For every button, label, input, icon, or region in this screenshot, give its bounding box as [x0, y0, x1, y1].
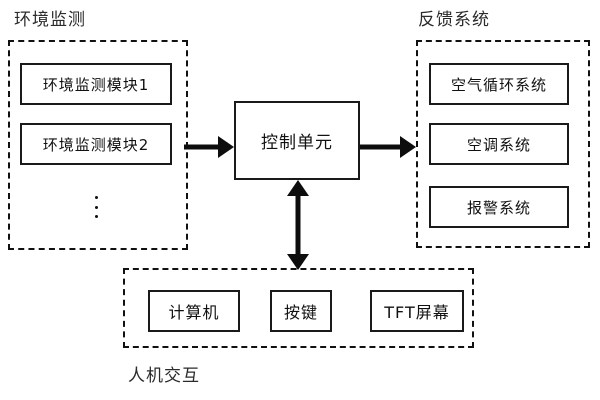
- node-computer[interactable]: 计算机: [148, 290, 240, 332]
- connector-control-to-interaction: [287, 180, 309, 270]
- group-caption-environment: 环境监测: [14, 10, 86, 30]
- environment-continuation-ellipsis-icon: [94, 196, 98, 218]
- connector-environment-to-control: [184, 136, 234, 158]
- node-environment-module-1[interactable]: 环境监测模块1: [20, 63, 172, 105]
- node-tft-screen[interactable]: TFT屏幕: [370, 290, 464, 332]
- group-caption-interaction: 人机交互: [128, 366, 200, 386]
- node-air-conditioning-system[interactable]: 空调系统: [429, 123, 569, 165]
- group-box-feedback: [416, 40, 590, 248]
- connector-control-to-feedback: [360, 136, 416, 158]
- group-caption-feedback: 反馈系统: [418, 10, 490, 30]
- node-keypad[interactable]: 按键: [270, 290, 332, 332]
- node-environment-module-2[interactable]: 环境监测模块2: [20, 123, 172, 165]
- node-alarm-system[interactable]: 报警系统: [429, 186, 569, 228]
- node-control-unit[interactable]: 控制单元: [234, 101, 360, 180]
- node-air-circulation-system[interactable]: 空气循环系统: [429, 63, 569, 105]
